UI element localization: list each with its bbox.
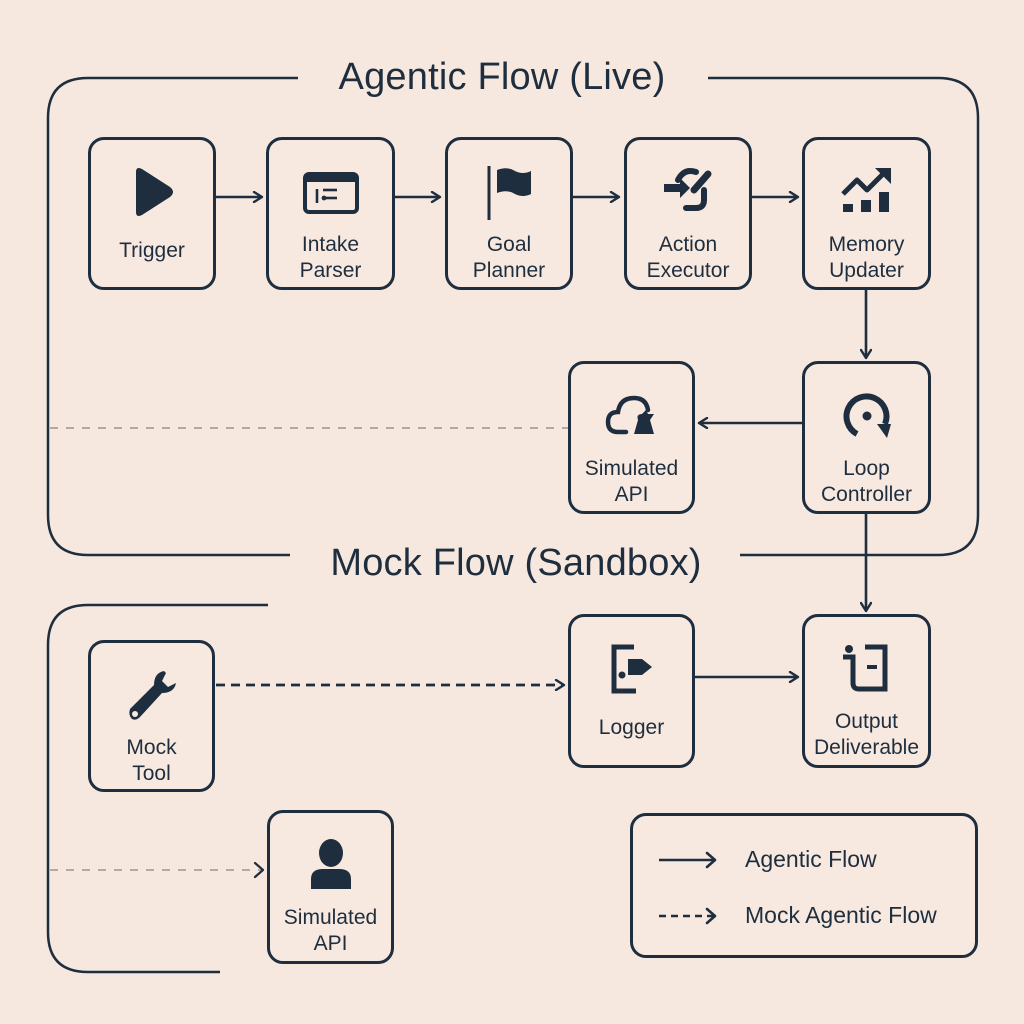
node-logger[interactable]: Logger: [568, 614, 695, 768]
node-label: Intake Parser: [299, 233, 362, 282]
node-label: Simulated API: [283, 906, 378, 955]
live-group-title: Agentic Flow (Live): [338, 56, 666, 98]
trend-chart-icon: [835, 160, 899, 224]
node-label: Output Deliverable: [813, 710, 920, 759]
log-export-icon: [600, 637, 664, 701]
live-group-boundary: [46, 76, 298, 557]
legend-label: Mock Agentic Flow: [745, 902, 937, 928]
node-label: Mock Tool: [126, 736, 177, 785]
legend-item-agentic-flow: Agentic Flow: [657, 846, 877, 873]
legend-item-mock-agentic-flow: Mock Agentic Flow: [657, 902, 937, 929]
node-simulated-api-mock[interactable]: Simulated API: [267, 810, 394, 964]
node-loop-controller[interactable]: Loop Controller: [802, 361, 931, 514]
user-icon: [299, 833, 363, 897]
node-mock-tool[interactable]: Mock Tool: [88, 640, 215, 792]
node-label: Trigger: [119, 239, 185, 262]
sync-action-icon: [656, 160, 720, 224]
legend: Agentic Flow Mock Agentic Flow: [630, 813, 978, 958]
node-label: Action Executor: [646, 233, 730, 282]
node-goal-planner[interactable]: Goal Planner: [445, 137, 573, 290]
node-intake-parser[interactable]: Intake Parser: [266, 137, 395, 290]
node-output-deliverable[interactable]: Output Deliverable: [802, 614, 931, 768]
wrench-icon: [120, 663, 184, 727]
node-label: Memory Updater: [828, 233, 905, 282]
loop-icon: [835, 384, 899, 448]
solid-arrow-icon: [659, 851, 717, 868]
form-icon: [299, 160, 363, 224]
node-label: Logger: [598, 716, 665, 739]
node-simulated-api-live[interactable]: Simulated API: [568, 361, 695, 514]
output-icon: [835, 637, 899, 701]
sandbox-group-boundary: [46, 603, 268, 974]
play-icon: [120, 160, 184, 224]
node-trigger[interactable]: Trigger: [88, 137, 216, 290]
flag-icon: [477, 160, 541, 224]
node-label: Loop Controller: [820, 457, 913, 506]
node-label: Simulated API: [584, 457, 679, 506]
live-group-boundary-right: [708, 76, 980, 557]
legend-label: Agentic Flow: [745, 846, 877, 872]
guide-arrowhead-mock: [253, 861, 265, 879]
node-label: Goal Planner: [472, 233, 546, 282]
sandbox-group-title: Mock Flow (Sandbox): [330, 542, 702, 584]
node-action-executor[interactable]: Action Executor: [624, 137, 752, 290]
node-memory-updater[interactable]: Memory Updater: [802, 137, 931, 290]
cloud-rat-icon: [600, 384, 664, 448]
dashed-arrow-icon: [659, 907, 717, 924]
